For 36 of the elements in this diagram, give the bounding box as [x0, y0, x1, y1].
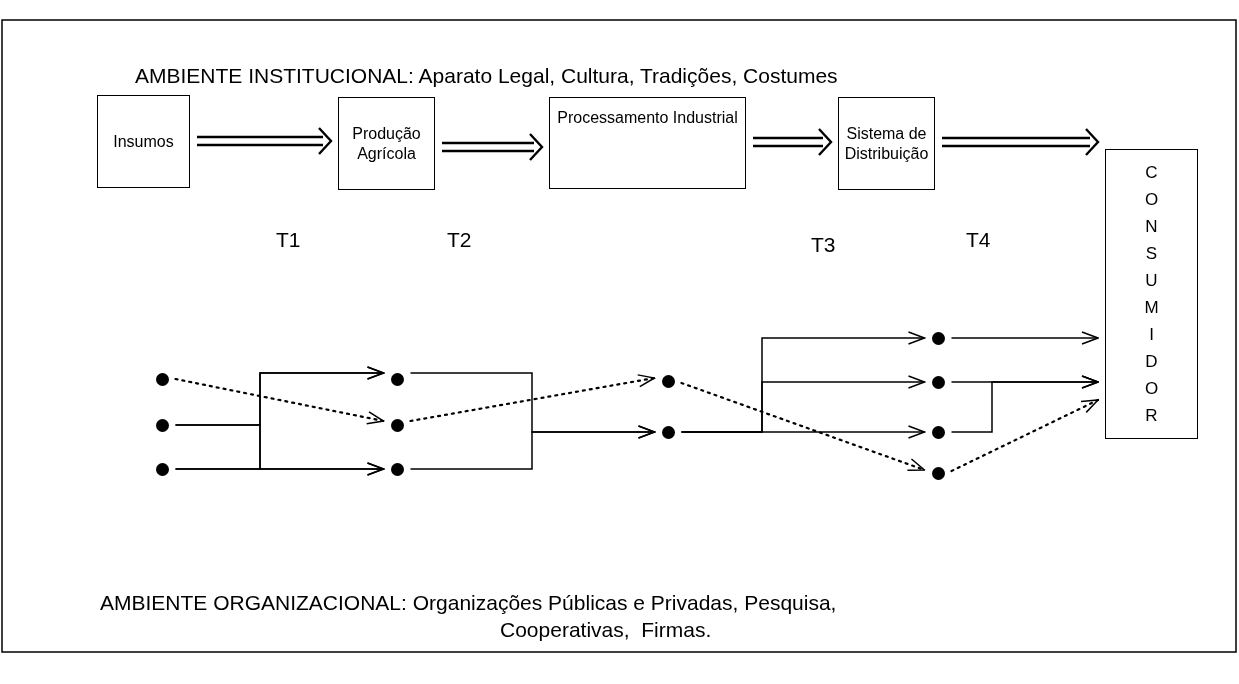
arrow: [950, 375, 1099, 433]
transaction-label: T4: [966, 228, 991, 252]
agent-dot: [390, 418, 404, 432]
agent-dot: [931, 331, 945, 345]
agent-dot: [661, 374, 675, 388]
arrow: [950, 331, 1099, 345]
arrow: [680, 425, 926, 439]
environment-heading: AMBIENTE ORGANIZACIONAL: Organizações Públicas e Privadas, Pesquisa, Cooperativas, Firmas.: [100, 590, 838, 643]
consumer-box: CONSUMIDOR: [1105, 149, 1198, 439]
process-box: Processamento Industrial: [549, 97, 746, 189]
agent-dot: [931, 425, 945, 439]
agent-dot: [155, 462, 169, 476]
agent-dot: [931, 466, 945, 480]
agent-dot: [155, 372, 169, 386]
agent-dot: [390, 462, 404, 476]
process-box: Sistema de Distribuição: [838, 97, 935, 190]
agent-dot: [390, 372, 404, 386]
process-box: Produção Agrícola: [338, 97, 435, 190]
transaction-label: T3: [811, 233, 836, 257]
transaction-label: T2: [447, 228, 472, 252]
agent-dot: [931, 375, 945, 389]
process-box: Insumos: [97, 95, 190, 188]
dotted-arrow: [409, 374, 656, 423]
double-arrow: [440, 132, 544, 162]
double-arrow: [751, 127, 833, 157]
dotted-arrow: [950, 398, 1100, 473]
arrow: [409, 425, 656, 470]
dotted-arrow: [680, 381, 926, 472]
transaction-label: T1: [276, 228, 301, 252]
dotted-arrow: [174, 377, 385, 425]
arrow: [174, 462, 385, 476]
double-arrow: [195, 126, 333, 156]
environment-heading: AMBIENTE INSTITUCIONAL: Aparato Legal, Cultura, Tradições, Costumes: [135, 64, 838, 88]
agent-dot: [155, 418, 169, 432]
agent-dot: [661, 425, 675, 439]
double-arrow: [940, 127, 1100, 157]
